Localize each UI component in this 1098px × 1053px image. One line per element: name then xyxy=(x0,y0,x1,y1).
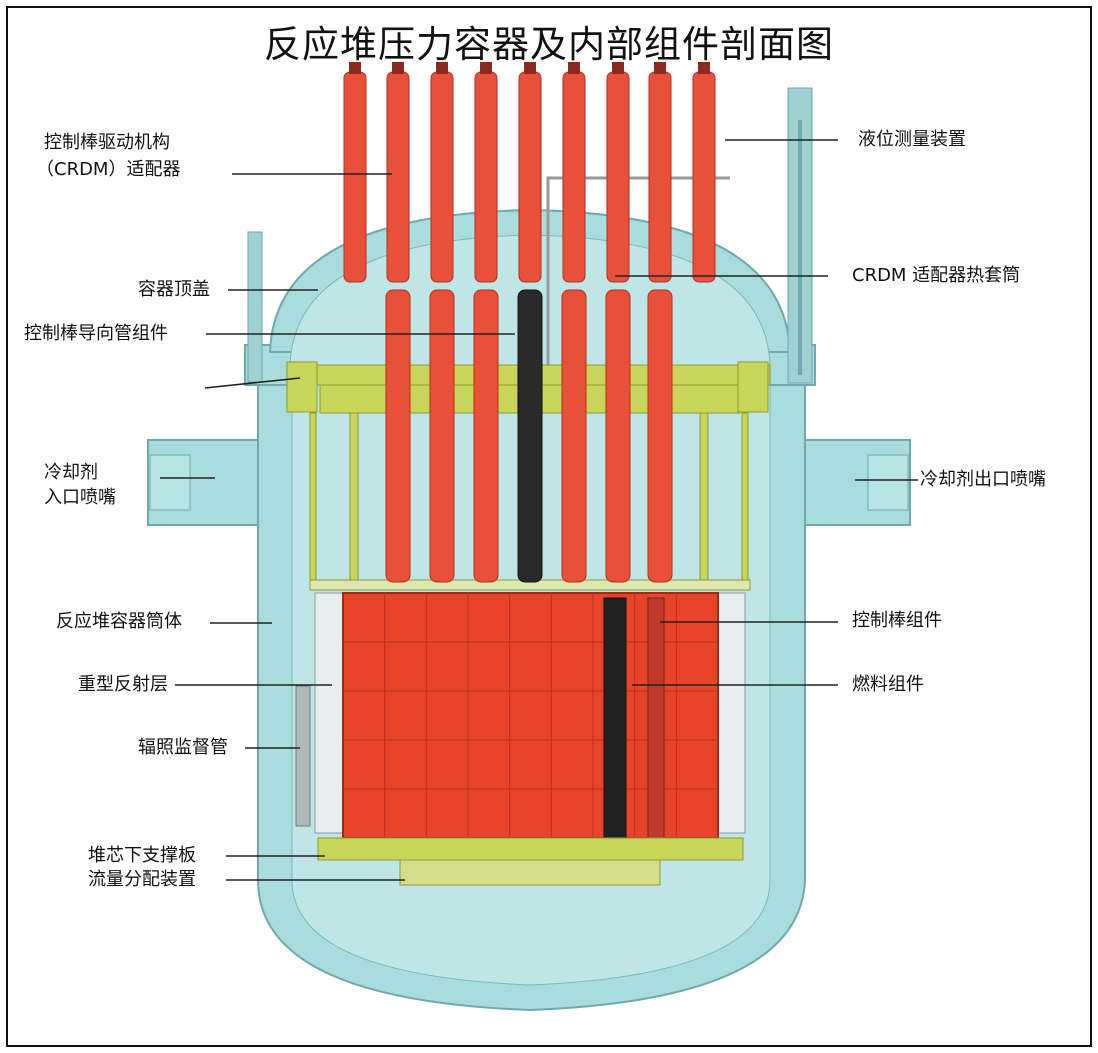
crdm-adapter-rod xyxy=(343,71,367,283)
crdm-adapter-rod xyxy=(518,71,542,283)
crdm-rod-cap xyxy=(480,62,492,74)
reactor-core xyxy=(295,592,746,839)
label-outlet: 冷却剂出口喷嘴 xyxy=(920,469,1046,490)
crdm-rod-cap xyxy=(698,62,710,74)
crdm-rod-cap xyxy=(654,62,666,74)
crdm-rod-cap xyxy=(612,62,624,74)
label-surveillance-tube: 辐照监督管 xyxy=(138,737,228,758)
control-rod-guide-tube xyxy=(517,289,543,583)
label-flow-distribution: 流量分配装置 xyxy=(88,869,196,890)
label-fuel-assembly: 燃料组件 xyxy=(852,674,924,695)
label-crdm-adapter-1: 控制棒驱动机构 xyxy=(44,132,170,153)
lower-core-support xyxy=(317,837,744,886)
crdm-thermal-sleeve-rod xyxy=(561,289,587,583)
crdm-thermal-sleeve-rod xyxy=(385,289,411,583)
label-guide-tube: 控制棒导向管组件 xyxy=(24,323,168,344)
instrument-tubes xyxy=(247,87,813,384)
crdm-adapter-rod xyxy=(430,71,454,283)
label-vessel-shell: 反应堆容器筒体 xyxy=(56,611,182,632)
crdm-rod-cap xyxy=(524,62,536,74)
label-lower-support: 堆芯下支撑板 xyxy=(88,845,196,866)
label-heavy-reflector: 重型反射层 xyxy=(78,674,168,695)
crdm-adapter-rod xyxy=(562,71,586,283)
diagram-title: 反应堆压力容器及内部组件剖面图 xyxy=(264,23,834,66)
label-inlet-1: 冷却剂 xyxy=(44,462,98,483)
crdm-thermal-sleeve-rod xyxy=(647,289,673,583)
crdm-rod-cap xyxy=(349,62,361,74)
crdm-adapter-rod xyxy=(648,71,672,283)
crdm-adapter-rod xyxy=(386,71,410,283)
crdm-adapter-rod xyxy=(692,71,716,283)
crdm-rod-cap xyxy=(568,62,580,74)
crdm-rods xyxy=(343,62,716,583)
crdm-rod-cap xyxy=(392,62,404,74)
crdm-rod-cap xyxy=(436,62,448,74)
crdm-adapter-rod xyxy=(474,71,498,283)
label-inlet-2: 入口喷嘴 xyxy=(44,487,116,508)
label-closure-head: 容器顶盖 xyxy=(138,279,210,300)
crdm-thermal-sleeve-rod xyxy=(605,289,631,583)
label-level-measurement: 液位测量装置 xyxy=(858,129,966,150)
label-crdm-adapter-2: （CRDM）适配器 xyxy=(36,159,181,180)
crdm-adapter-rod xyxy=(606,71,630,283)
crdm-thermal-sleeve-rod xyxy=(429,289,455,583)
label-control-rod-assembly: 控制棒组件 xyxy=(852,610,942,631)
label-crdm-thermal-sleeve: CRDM 适配器热套筒 xyxy=(852,265,1021,286)
crdm-thermal-sleeve-rod xyxy=(473,289,499,583)
figure-frame xyxy=(6,6,1092,1047)
leader-lines xyxy=(160,139,918,881)
